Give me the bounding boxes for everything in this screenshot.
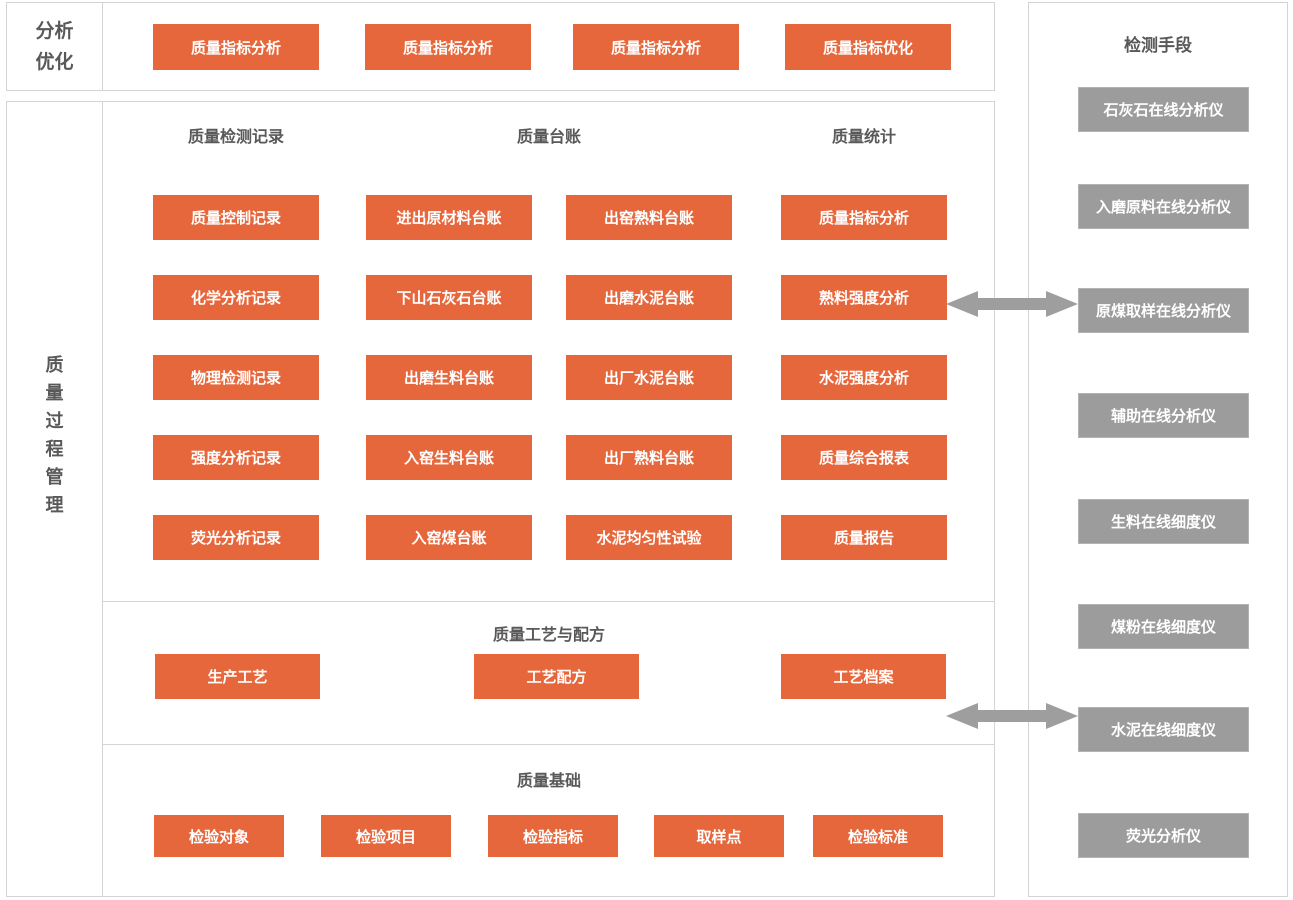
stat-node[interactable]: 质量综合报表 bbox=[781, 435, 947, 480]
craft-node[interactable]: 工艺档案 bbox=[781, 654, 946, 699]
craft-node[interactable]: 工艺配方 bbox=[474, 654, 639, 699]
top-node[interactable]: 质量指标优化 bbox=[785, 24, 951, 70]
stat-node[interactable]: 质量指标分析 bbox=[781, 195, 947, 240]
panel-title: 检测手段 bbox=[1124, 36, 1192, 56]
statistics-header: 质量统计 bbox=[831, 127, 896, 146]
top-node[interactable]: 质量指标分析 bbox=[365, 24, 531, 70]
craft-node[interactable]: 生产工艺 bbox=[155, 654, 320, 699]
stat-node[interactable]: 质量报告 bbox=[781, 515, 947, 560]
ledger-node[interactable]: 出厂水泥台账 bbox=[566, 355, 732, 400]
section-label-wrap: 质量过程管理 bbox=[7, 352, 102, 520]
ledger-node[interactable]: 出磨生料台账 bbox=[366, 355, 532, 400]
divider bbox=[102, 601, 994, 602]
basic-node[interactable]: 检验项目 bbox=[321, 815, 451, 857]
analysis-optimization-label: 分析优化 bbox=[35, 19, 74, 73]
ledger-node[interactable]: 入窑生料台账 bbox=[366, 435, 532, 480]
records-header: 质量检测记录 bbox=[187, 127, 284, 146]
instrument-node[interactable]: 原煤取样在线分析仪 bbox=[1078, 288, 1249, 333]
craft-header: 质量工艺与配方 bbox=[492, 625, 605, 644]
stat-node[interactable]: 水泥强度分析 bbox=[781, 355, 947, 400]
instrument-node[interactable]: 煤粉在线细度仪 bbox=[1078, 604, 1249, 649]
quality-process-section: 质量过程管理 质量检测记录 质量台账 质量统计 质量控制记录 化学分析记录 物理… bbox=[6, 101, 995, 897]
basic-node[interactable]: 取样点 bbox=[654, 815, 784, 857]
basics-header: 质量基础 bbox=[516, 771, 581, 790]
ledger-node[interactable]: 出厂熟料台账 bbox=[566, 435, 732, 480]
bidirectional-arrow-icon bbox=[946, 703, 1078, 729]
detection-instruments-panel: 检测手段 石灰石在线分析仪 入磨原料在线分析仪 原煤取样在线分析仪 辅助在线分析… bbox=[1028, 2, 1288, 897]
instrument-node[interactable]: 荧光分析仪 bbox=[1078, 813, 1249, 858]
top-node[interactable]: 质量指标分析 bbox=[573, 24, 739, 70]
bidirectional-arrow-icon bbox=[946, 291, 1078, 317]
ledger-node[interactable]: 水泥均匀性试验 bbox=[566, 515, 732, 560]
basic-node[interactable]: 检验对象 bbox=[154, 815, 284, 857]
stat-node[interactable]: 熟料强度分析 bbox=[781, 275, 947, 320]
record-node[interactable]: 强度分析记录 bbox=[153, 435, 319, 480]
basic-node[interactable]: 检验标准 bbox=[813, 815, 943, 857]
record-node[interactable]: 荧光分析记录 bbox=[153, 515, 319, 560]
record-node[interactable]: 化学分析记录 bbox=[153, 275, 319, 320]
record-node[interactable]: 物理检测记录 bbox=[153, 355, 319, 400]
ledger-node[interactable]: 出窑熟料台账 bbox=[566, 195, 732, 240]
ledger-header: 质量台账 bbox=[516, 127, 581, 146]
ledger-node[interactable]: 进出原材料台账 bbox=[366, 195, 532, 240]
divider bbox=[102, 102, 103, 896]
instrument-node[interactable]: 生料在线细度仪 bbox=[1078, 499, 1249, 544]
divider bbox=[102, 3, 103, 90]
analysis-optimization-section: 分析优化 质量指标分析 质量指标分析 质量指标分析 质量指标优化 bbox=[6, 2, 995, 91]
quality-process-label: 质量过程管理 bbox=[45, 355, 64, 516]
instrument-node[interactable]: 水泥在线细度仪 bbox=[1078, 707, 1249, 752]
basic-node[interactable]: 检验指标 bbox=[488, 815, 618, 857]
divider bbox=[102, 744, 994, 745]
ledger-node[interactable]: 入窑煤台账 bbox=[366, 515, 532, 560]
instrument-node[interactable]: 石灰石在线分析仪 bbox=[1078, 87, 1249, 132]
ledger-node[interactable]: 下山石灰石台账 bbox=[366, 275, 532, 320]
ledger-node[interactable]: 出磨水泥台账 bbox=[566, 275, 732, 320]
section-label-wrap: 分析优化 bbox=[7, 3, 102, 90]
instrument-node[interactable]: 入磨原料在线分析仪 bbox=[1078, 184, 1249, 229]
record-node[interactable]: 质量控制记录 bbox=[153, 195, 319, 240]
top-node[interactable]: 质量指标分析 bbox=[153, 24, 319, 70]
instrument-node[interactable]: 辅助在线分析仪 bbox=[1078, 393, 1249, 438]
